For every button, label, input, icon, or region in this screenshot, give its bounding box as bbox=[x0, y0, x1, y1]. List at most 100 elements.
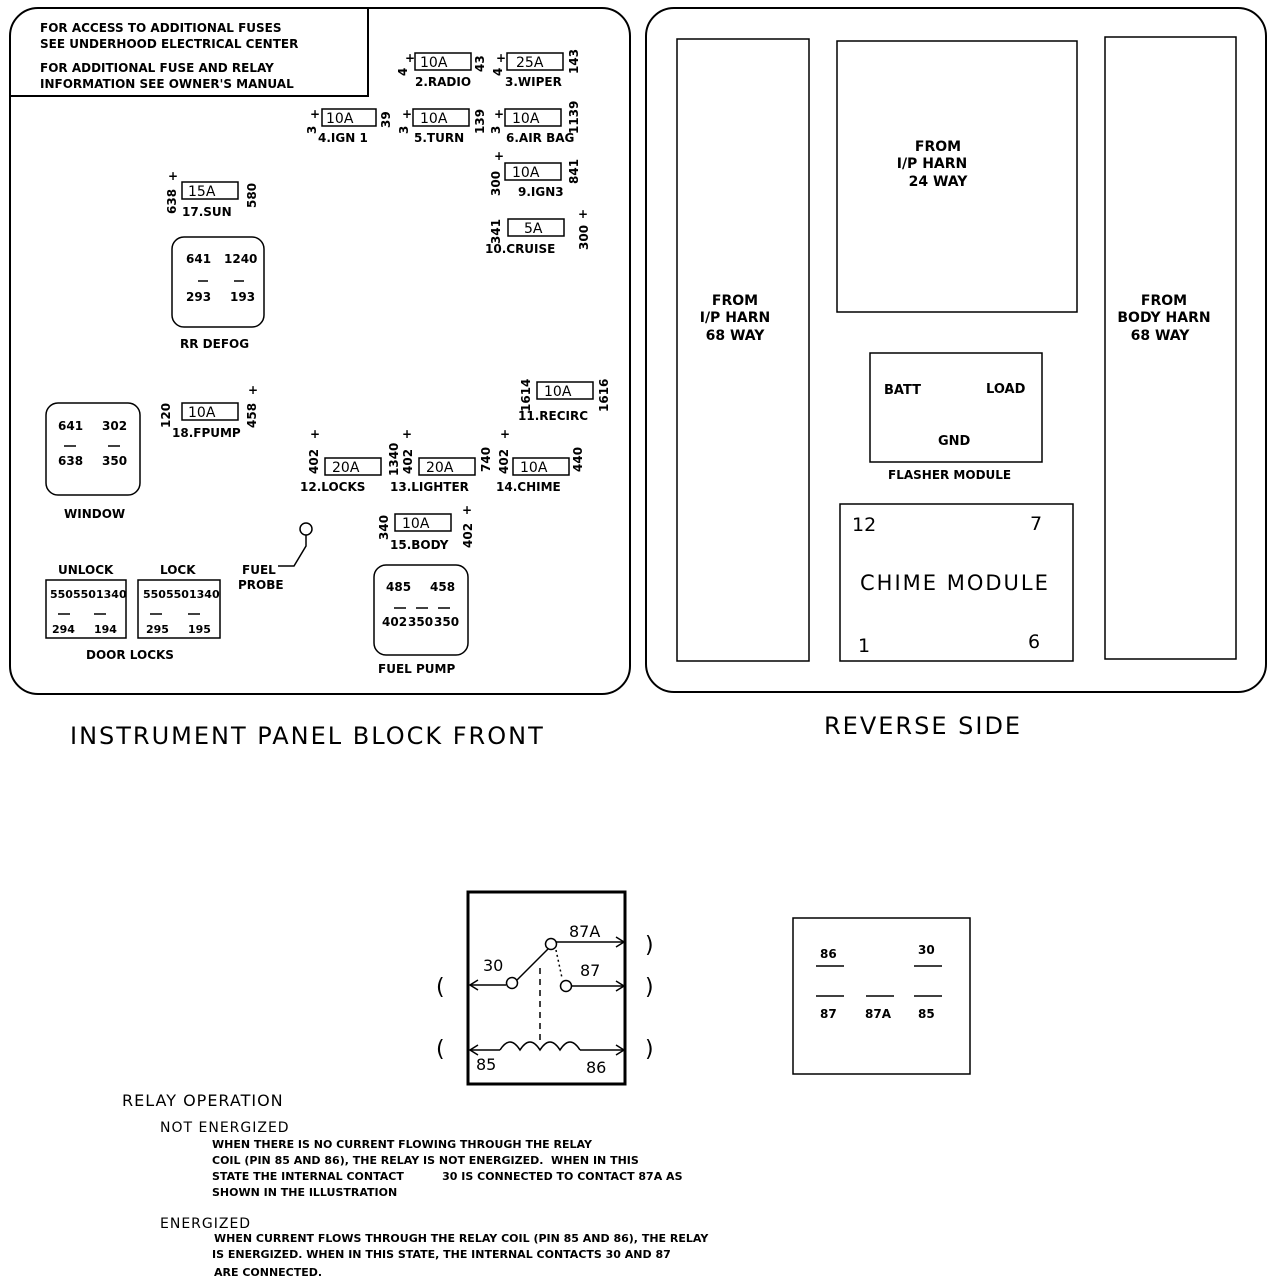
svg-text:458: 458 bbox=[430, 580, 455, 594]
svg-text:195: 195 bbox=[188, 623, 211, 636]
reverse-side-title: REVERSE SIDE bbox=[824, 712, 1022, 740]
svg-text:85: 85 bbox=[918, 1007, 935, 1021]
svg-text:68 WAY: 68 WAY bbox=[1131, 328, 1191, 344]
svg-text:GND: GND bbox=[938, 434, 971, 449]
svg-text:I/P HARN: I/P HARN bbox=[700, 310, 771, 326]
svg-text:FROM: FROM bbox=[712, 293, 758, 309]
svg-text:86: 86 bbox=[820, 947, 837, 961]
svg-text:COIL (PIN 85 AND 86), THE RELA: COIL (PIN 85 AND 86), THE RELAY IS NOT E… bbox=[212, 1154, 639, 1167]
svg-text:11.RECIRC: 11.RECIRC bbox=[518, 409, 588, 423]
svg-text:5A: 5A bbox=[524, 221, 543, 237]
relay-label: FUEL PUMP bbox=[378, 662, 455, 676]
svg-text:1340: 1340 bbox=[189, 588, 220, 601]
svg-text:1340: 1340 bbox=[96, 588, 127, 601]
svg-text:402: 402 bbox=[401, 449, 415, 474]
svg-text:143: 143 bbox=[567, 49, 581, 74]
svg-text:+: + bbox=[496, 51, 506, 65]
svg-text:293: 293 bbox=[186, 290, 211, 304]
svg-text:550: 550 bbox=[166, 588, 189, 601]
door-locks-label: DOOR LOCKS bbox=[86, 648, 174, 662]
svg-text:10A: 10A bbox=[420, 111, 448, 127]
svg-text:402: 402 bbox=[461, 523, 475, 548]
svg-text:10A: 10A bbox=[420, 55, 448, 71]
fuse-recirc: 10A 11.RECIRC 1614 1616 bbox=[518, 379, 611, 423]
svg-text:10A: 10A bbox=[326, 111, 354, 127]
relays: 641 1240 293 193 RR DEFOG 641 302 638 35… bbox=[45, 236, 469, 676]
ip-harn-68-label: FROM I/P HARN 68 WAY bbox=[700, 293, 771, 344]
fuse-fpump: 10A 18.FPUMP 120 458 + bbox=[159, 383, 259, 440]
svg-text:1240: 1240 bbox=[224, 252, 257, 266]
relay-fuel-pump: 485 458 402 350 350 FUEL PUMP bbox=[373, 564, 469, 676]
fuse-cruise: 5A 10.CRUISE 341 300 + bbox=[485, 207, 591, 256]
svg-text:350: 350 bbox=[434, 615, 459, 629]
svg-text:87A: 87A bbox=[569, 922, 600, 941]
svg-text:PROBE: PROBE bbox=[238, 578, 284, 592]
svg-text:): ) bbox=[645, 975, 654, 1000]
svg-text:18.FPUMP: 18.FPUMP bbox=[172, 426, 241, 440]
svg-text:402: 402 bbox=[382, 615, 407, 629]
svg-text:7: 7 bbox=[1030, 513, 1042, 535]
svg-text:6.AIR BAG: 6.AIR BAG bbox=[506, 131, 574, 145]
fuse-ign1: 10A 4.IGN 1 3 + 39 bbox=[305, 107, 393, 145]
svg-text:39: 39 bbox=[379, 111, 393, 128]
svg-text:13.LIGHTER: 13.LIGHTER bbox=[390, 480, 469, 494]
svg-text:1614: 1614 bbox=[519, 379, 533, 412]
svg-text:302: 302 bbox=[102, 419, 127, 433]
svg-text:SHOWN IN THE ILLUSTRATION: SHOWN IN THE ILLUSTRATION bbox=[212, 1186, 397, 1199]
svg-text:CHIME MODULE: CHIME MODULE bbox=[860, 571, 1050, 595]
ip-harn-24-connector bbox=[836, 40, 1078, 313]
svg-text:+: + bbox=[248, 383, 258, 397]
svg-text:FROM: FROM bbox=[915, 139, 961, 155]
svg-text:87A: 87A bbox=[865, 1007, 892, 1021]
relay-label: LOCK bbox=[160, 563, 196, 577]
svg-text:580: 580 bbox=[245, 183, 259, 208]
svg-text:4.IGN 1: 4.IGN 1 bbox=[318, 131, 368, 145]
svg-text:10.CRUISE: 10.CRUISE bbox=[485, 242, 555, 256]
svg-text:+: + bbox=[494, 107, 504, 121]
front-panel-title: INSTRUMENT PANEL BLOCK FRONT bbox=[70, 722, 545, 750]
svg-text:10A: 10A bbox=[520, 460, 548, 476]
svg-text:340: 340 bbox=[377, 515, 391, 540]
svg-text:12: 12 bbox=[852, 514, 876, 536]
svg-text:): ) bbox=[645, 1037, 654, 1062]
fuse-ign3: 10A 9.IGN3 300 + 841 bbox=[489, 149, 581, 199]
svg-text:BODY HARN: BODY HARN bbox=[1117, 310, 1210, 326]
note-line: SEE UNDERHOOD ELECTRICAL CENTER bbox=[40, 37, 298, 51]
fuse-turn: 10A 5.TURN 3 + 139 bbox=[397, 107, 487, 145]
svg-text:(: ( bbox=[436, 1037, 445, 1062]
svg-text:550: 550 bbox=[50, 588, 73, 601]
svg-text:485: 485 bbox=[386, 580, 411, 594]
svg-text:25A: 25A bbox=[516, 55, 544, 71]
svg-text:+: + bbox=[402, 107, 412, 121]
svg-text:+: + bbox=[462, 503, 472, 517]
notes: FOR ACCESS TO ADDITIONAL FUSES SEE UNDER… bbox=[40, 21, 298, 91]
fuse-radio: 10A 2.RADIO 4 + 43 bbox=[396, 51, 487, 89]
energized-title: ENERGIZED bbox=[160, 1216, 251, 1232]
fuse-air-bag: 10A 6.AIR BAG 3 + 1139 bbox=[489, 101, 581, 145]
svg-text:10A: 10A bbox=[512, 111, 540, 127]
svg-text:10A: 10A bbox=[402, 516, 430, 532]
body-harn-68-connector bbox=[1104, 36, 1237, 660]
note-line: INFORMATION SEE OWNER'S MANUAL bbox=[40, 77, 294, 91]
svg-text:440: 440 bbox=[571, 447, 585, 472]
svg-text:(: ( bbox=[436, 975, 445, 1000]
svg-text:WHEN THERE IS NO CURRENT FLOWI: WHEN THERE IS NO CURRENT FLOWING THROUGH… bbox=[212, 1138, 593, 1151]
fuse-body: 10A 15.BODY 340 402 + bbox=[377, 503, 475, 552]
svg-text:68 WAY: 68 WAY bbox=[706, 328, 766, 344]
body-harn-68-label: FROM BODY HARN 68 WAY bbox=[1117, 293, 1210, 344]
svg-text:20A: 20A bbox=[426, 460, 454, 476]
relay-schematic: 30 87A 87 85 86 ) ) ) ( ( bbox=[436, 890, 654, 1086]
ip-harn-24-label: FROM I/P HARN 24 WAY bbox=[897, 139, 969, 190]
svg-text:): ) bbox=[645, 933, 654, 958]
svg-text:402: 402 bbox=[307, 449, 321, 474]
svg-text:3.WIPER: 3.WIPER bbox=[505, 75, 562, 89]
svg-text:402: 402 bbox=[497, 449, 511, 474]
fuel-probe: FUEL PROBE bbox=[238, 522, 313, 592]
reverse-panel-outline bbox=[645, 7, 1267, 693]
svg-text:841: 841 bbox=[567, 159, 581, 184]
svg-text:300: 300 bbox=[577, 225, 591, 250]
relay-pinout: 86 30 87 87A 85 bbox=[792, 917, 971, 1075]
svg-text:641: 641 bbox=[186, 252, 211, 266]
svg-text:458: 458 bbox=[245, 403, 259, 428]
svg-text:295: 295 bbox=[146, 623, 169, 636]
